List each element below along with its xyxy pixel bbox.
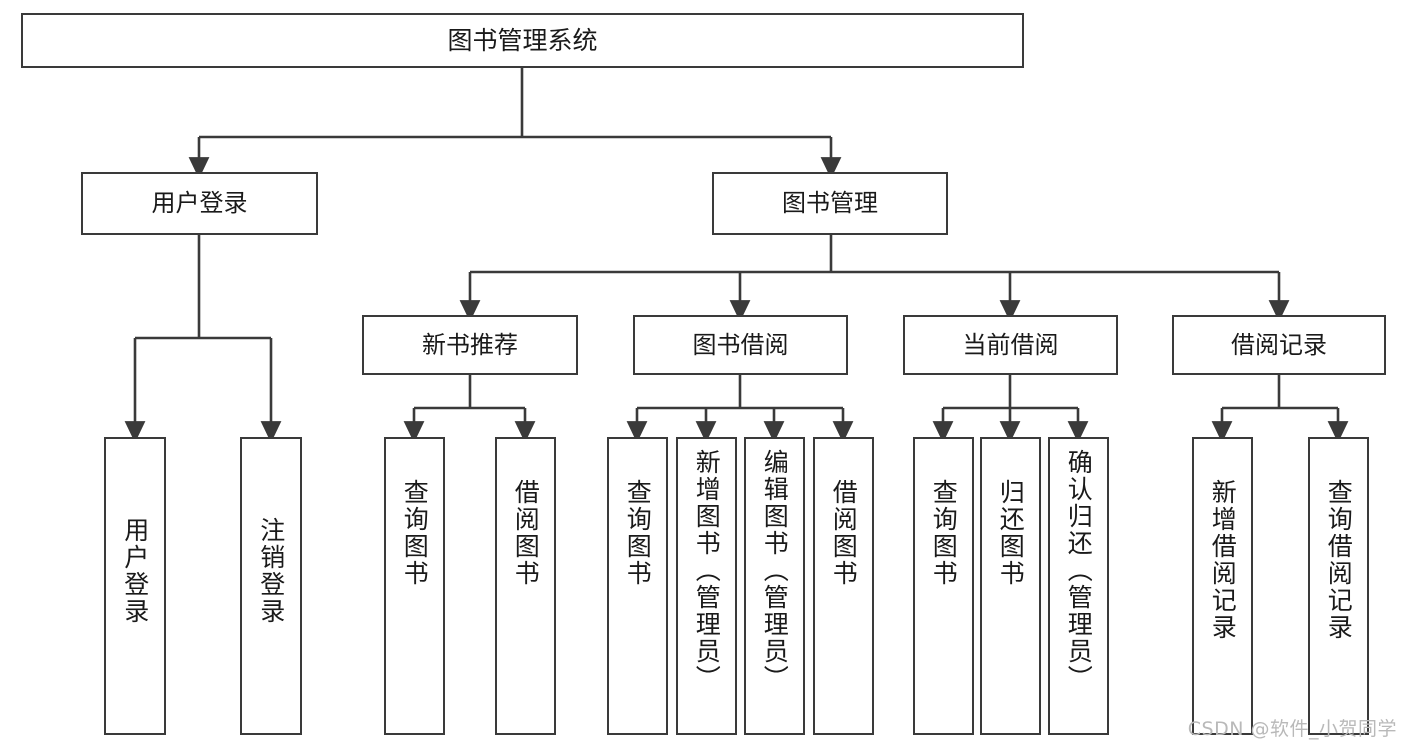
node-label: 新增借阅记录	[1208, 479, 1238, 641]
node-label: 图书管理	[782, 189, 878, 218]
leaf-current-return-book[interactable]: 归还图书	[980, 437, 1041, 735]
leaf-borrow-query-book[interactable]: 查询图书	[607, 437, 668, 735]
node-label: 用户登录	[151, 189, 248, 218]
node-label: 注销登录	[256, 517, 286, 625]
leaf-record-query-record[interactable]: 查询借阅记录	[1308, 437, 1369, 735]
node-label: 归还图书	[996, 479, 1026, 587]
node-book-borrow[interactable]: 图书借阅	[633, 315, 848, 375]
node-label: 图书管理系统	[447, 25, 598, 55]
node-label: 当前借阅	[962, 330, 1059, 359]
leaf-current-query-book[interactable]: 查询图书	[913, 437, 974, 735]
leaf-current-confirm-return-admin[interactable]: 确认归还（管理员）	[1048, 437, 1109, 735]
leaf-new-book-borrow[interactable]: 借阅图书	[495, 437, 556, 735]
node-label: 借阅记录	[1231, 330, 1327, 359]
node-label: 借阅图书	[829, 479, 859, 587]
node-label: 确认归还（管理员）	[1064, 449, 1094, 692]
node-user-login[interactable]: 用户登录	[81, 172, 318, 235]
leaf-borrow-add-book-admin[interactable]: 新增图书（管理员）	[676, 437, 737, 735]
leaf-borrow-borrow-book[interactable]: 借阅图书	[813, 437, 874, 735]
node-label: 用户登录	[120, 517, 150, 625]
leaf-record-add-record[interactable]: 新增借阅记录	[1192, 437, 1253, 735]
node-label: 查询图书	[929, 479, 959, 587]
watermark-text: CSDN @软件_小贺同学	[1187, 718, 1397, 740]
leaf-user-login-login[interactable]: 用户登录	[104, 437, 166, 735]
node-label: 编辑图书（管理员）	[760, 449, 790, 692]
node-label: 新书推荐	[422, 330, 518, 359]
node-label: 借阅图书	[511, 479, 541, 587]
node-label: 查询图书	[623, 479, 653, 587]
node-book-management[interactable]: 图书管理	[712, 172, 948, 235]
node-root-system[interactable]: 图书管理系统	[21, 13, 1024, 68]
node-label: 查询图书	[400, 479, 430, 587]
node-borrow-record[interactable]: 借阅记录	[1172, 315, 1386, 375]
node-new-book-recommend[interactable]: 新书推荐	[362, 315, 578, 375]
node-current-borrow[interactable]: 当前借阅	[903, 315, 1118, 375]
leaf-new-book-query[interactable]: 查询图书	[384, 437, 445, 735]
leaf-user-login-logout[interactable]: 注销登录	[240, 437, 302, 735]
node-label: 查询借阅记录	[1324, 479, 1354, 641]
leaf-borrow-edit-book-admin[interactable]: 编辑图书（管理员）	[744, 437, 805, 735]
node-label: 图书借阅	[692, 330, 789, 359]
node-label: 新增图书（管理员）	[692, 449, 722, 692]
